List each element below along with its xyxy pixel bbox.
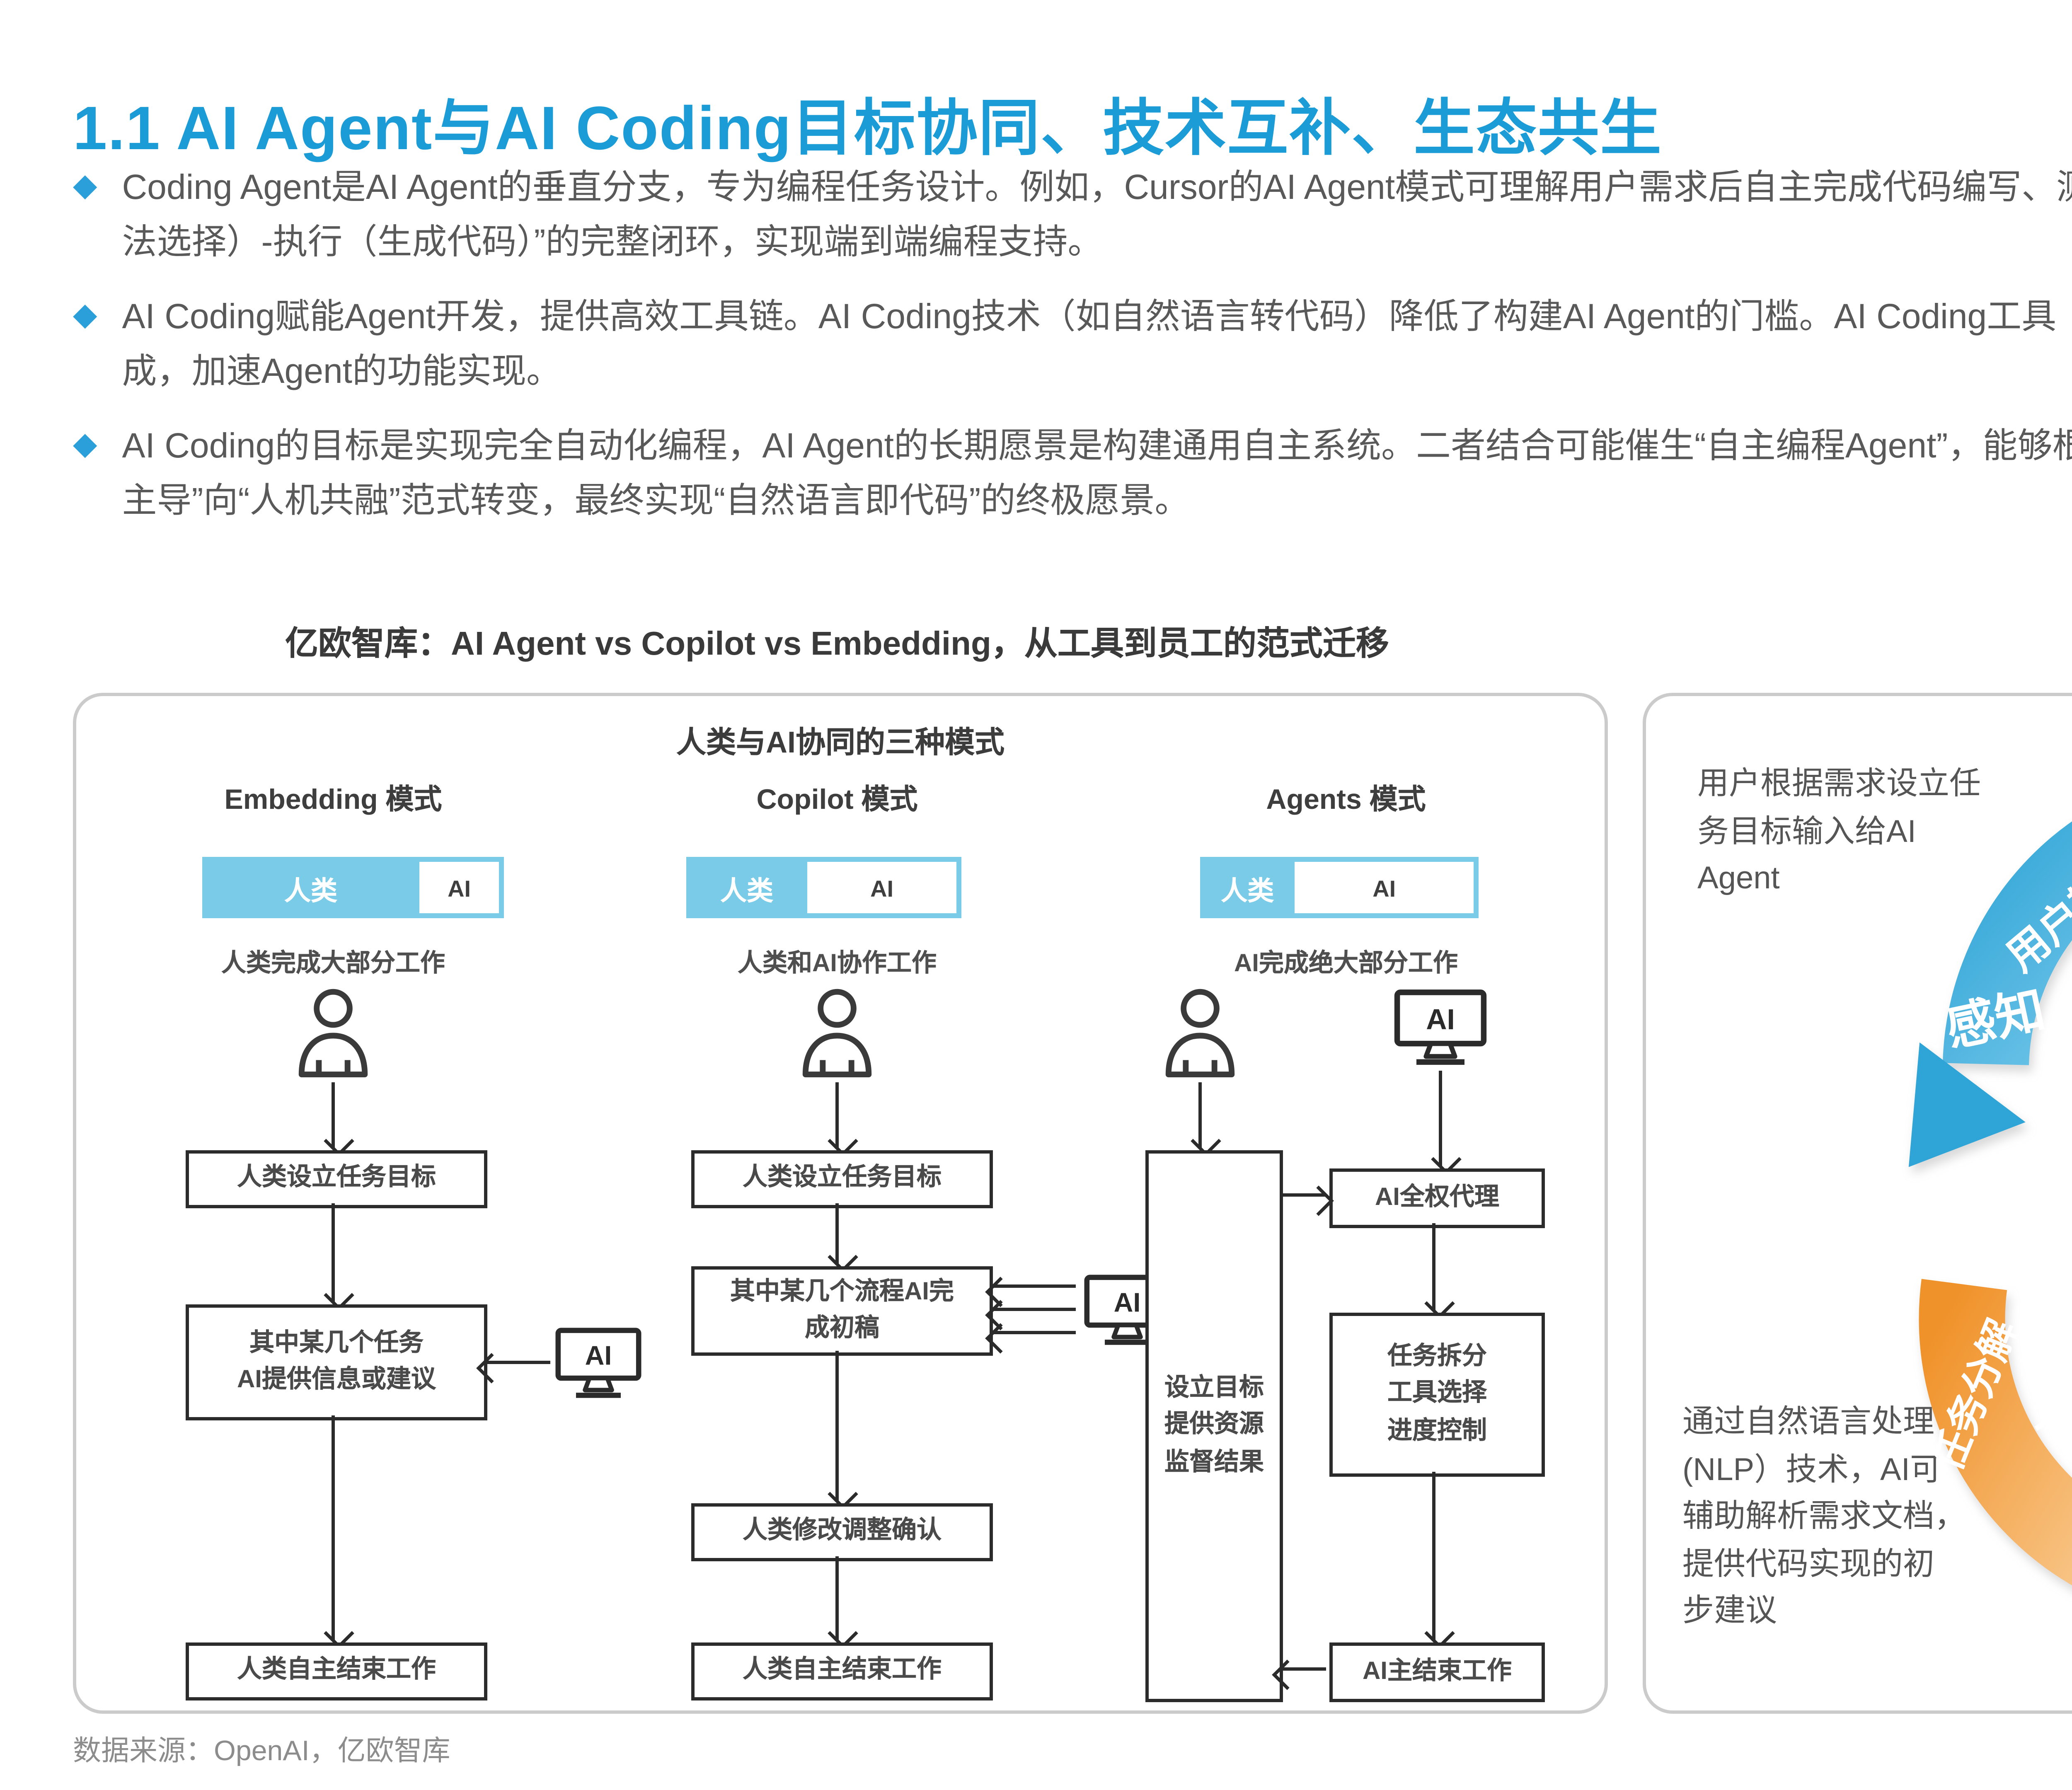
bullet-item: ◆ Coding Agent是AI Agent的垂直分支，专为编程任务设计。例如…	[73, 162, 2072, 270]
flow-box: 其中某几个任务 AI提供信息或建议	[186, 1304, 487, 1420]
column-header-agents: Agents 模式	[1266, 784, 1426, 815]
bar-human-segment: 人类	[1221, 878, 1274, 906]
column-header-embedding: Embedding 模式	[224, 784, 442, 815]
bar-human-segment: 人类	[720, 878, 774, 906]
person-icon	[298, 989, 368, 1077]
bar-ai-segment: AI	[419, 862, 499, 913]
flow-arrow-left	[484, 1361, 550, 1364]
flow-box: 人类自主结束工作	[691, 1642, 993, 1700]
note-nlp: 通过自然语言处理 (NLP）技术，AI可 辅助解析需求文档， 提供代码实现的初 …	[1682, 1405, 1966, 1629]
ai-monitor-label: AI	[1114, 1287, 1141, 1318]
flow-arrow-down	[332, 1082, 335, 1149]
flow-arrow-down	[332, 1415, 335, 1641]
diamond-bullet-icon: ◆	[73, 298, 97, 334]
agents-ratio-bar: 人类 AI	[1200, 857, 1479, 918]
flow-arrow-down	[1198, 1082, 1202, 1149]
flow-box: 人类设立任务目标	[186, 1150, 487, 1208]
ai-monitor-label: AI	[1426, 1003, 1455, 1035]
data-source: 数据来源：OpenAI，亿欧智库	[73, 1735, 450, 1767]
flow-box: 人类自主结束工作	[186, 1642, 487, 1700]
perception-arrow	[1908, 821, 2072, 1167]
ai-monitor-icon: AI	[1394, 989, 1487, 1065]
bar-human-segment: 人类	[284, 878, 338, 906]
bullet-item: ◆ AI Coding赋能Agent开发，提供高效工具链。AI Coding技术…	[73, 292, 2072, 399]
flow-arrow-left	[1280, 1667, 1326, 1671]
bullet-text: AI Coding赋能Agent开发，提供高效工具链。AI Coding技术（如…	[122, 298, 2072, 391]
flow-arrow-down	[835, 1082, 839, 1149]
copilot-ratio-bar: 人类 AI	[686, 857, 961, 918]
bullet-text: AI Coding的目标是实现完全自动化编程，AI Agent的长期愿景是构建通…	[122, 428, 2072, 520]
bar-ai-segment: AI	[1295, 862, 1474, 913]
column-header-copilot: Copilot 模式	[756, 784, 918, 815]
note-user-input: 用户根据需求设立任 务目标输入给AI Agent	[1697, 767, 1981, 897]
diamond-bullet-icon: ◆	[73, 428, 97, 463]
flow-arrow-down	[1439, 1071, 1442, 1167]
embedding-ratio-bar: 人类 AI	[202, 857, 504, 918]
flow-box: 人类修改调整确认	[691, 1503, 993, 1561]
page-title: 1.1 AI Agent与AI Coding目标协同、技术互补、生态共生	[73, 94, 1663, 162]
person-icon	[1165, 989, 1235, 1077]
flow-arrow-right	[1280, 1193, 1326, 1197]
right-panel-title: 亿欧智库：AI Agent 与AI Coding互相赋能	[1643, 617, 2072, 665]
flow-arrow-left	[993, 1284, 1076, 1288]
flow-arrow-down	[1432, 1472, 1435, 1641]
flow-arrow-down	[835, 1556, 839, 1641]
bar-ai-segment: AI	[807, 862, 956, 913]
flow-box: AI全权代理	[1329, 1168, 1545, 1228]
diamond-bullet-icon: ◆	[73, 169, 97, 204]
ai-monitor-label: AI	[585, 1340, 612, 1371]
flow-box: 任务拆分 工具选择 进度控制	[1329, 1313, 1545, 1477]
caption-agents: AI完成绝大部分工作	[1234, 950, 1458, 978]
bullet-list: ◆ Coding Agent是AI Agent的垂直分支，专为编程任务设计。例如…	[73, 162, 2072, 551]
bullet-text: Coding Agent是AI Agent的垂直分支，专为编程任务设计。例如，C…	[122, 169, 2072, 261]
bullet-item: ◆ AI Coding的目标是实现完全自动化编程，AI Agent的长期愿景是构…	[73, 421, 2072, 529]
cycle-diagram: 用户输入 感知 执行 生成代码 任务分解 规划 决策 算法选择	[1908, 821, 2072, 1585]
left-panel: 人类与AI协同的三种模式 Embedding 模式 Copilot 模式 Age…	[73, 693, 1608, 1714]
flow-box: 其中某几个流程AI完 成初稿	[691, 1266, 993, 1356]
left-panel-header: 人类与AI协同的三种模式	[676, 726, 1005, 759]
flow-arrow-down	[835, 1351, 839, 1502]
flow-arrow-left	[993, 1308, 1076, 1311]
flow-arrow-down	[332, 1203, 335, 1303]
flow-box: 人类设立任务目标	[691, 1150, 993, 1208]
flow-arrow-down	[1432, 1223, 1435, 1311]
caption-copilot: 人类和AI协作工作	[737, 950, 937, 978]
flow-arrow-left	[993, 1331, 1076, 1334]
right-panel: 用户根据需求设立任 务目标输入给AI Agent 提供代码自动完成建 议，生成常…	[1643, 693, 2072, 1714]
ai-monitor-icon: AI	[555, 1328, 641, 1398]
person-icon	[802, 989, 872, 1077]
flow-box: AI主结束工作	[1329, 1642, 1545, 1702]
caption-embedding: 人类完成大部分工作	[221, 950, 445, 978]
planning-arrow	[1919, 1279, 2072, 1585]
left-panel-title: 亿欧智库：AI Agent vs Copilot vs Embedding，从工…	[285, 626, 1389, 663]
flow-arrow-down	[835, 1203, 839, 1265]
flow-box-supervise: 设立目标 提供资源 监督结果	[1145, 1150, 1283, 1702]
